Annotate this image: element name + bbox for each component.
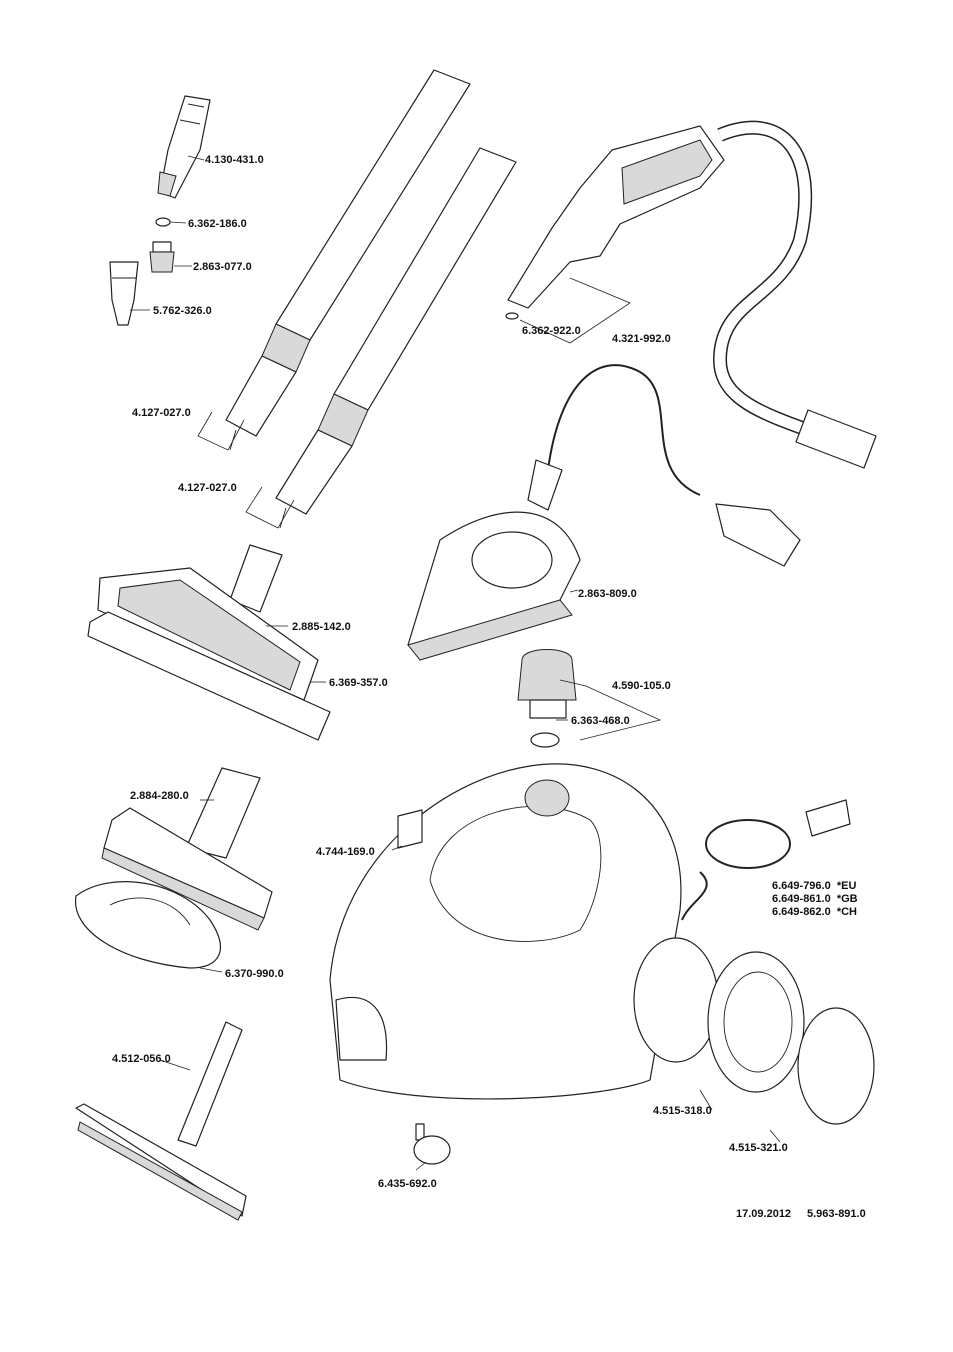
footer-doc-number: 5.963-891.0 bbox=[807, 1208, 866, 1220]
label-4-744-169-0: 4.744-169.0 bbox=[316, 846, 375, 858]
label-4-130-431-0: 4.130-431.0 bbox=[205, 154, 264, 166]
label-6-435-692-0: 6.435-692.0 bbox=[378, 1178, 437, 1190]
extension-tube-2-drawing bbox=[275, 147, 517, 529]
floor-nozzle-drawing bbox=[97, 544, 319, 701]
round-brush-drawing bbox=[149, 241, 175, 273]
label-4-515-318-0: 4.515-318.0 bbox=[653, 1105, 712, 1117]
label-4-590-105-0: 4.590-105.0 bbox=[612, 680, 671, 692]
label-2-863-809-0: 2.863-809.0 bbox=[578, 588, 637, 600]
label-4-321-992-0: 4.321-992.0 bbox=[612, 333, 671, 345]
label-4-515-321-0: 4.515-321.0 bbox=[729, 1142, 788, 1154]
label-6-369-357-0: 6.369-357.0 bbox=[329, 677, 388, 689]
detail-nozzle-drawing bbox=[157, 95, 211, 199]
extension-tube-1-drawing bbox=[225, 69, 471, 451]
wheel-drawing bbox=[633, 937, 805, 1093]
label-4-512-056-0: 4.512-056.0 bbox=[112, 1053, 171, 1065]
label-6-649-862-0-ch: 6.649-862.0 *CH bbox=[772, 906, 857, 918]
iron-drawing bbox=[407, 459, 581, 661]
label-5-762-326-0: 5.762-326.0 bbox=[153, 305, 212, 317]
switch-drawing bbox=[397, 809, 423, 849]
label-6-649-861-0-gb: 6.649-861.0 *GB bbox=[772, 893, 858, 905]
footer-date: 17.09.2012 bbox=[736, 1208, 791, 1220]
power-cord-drawing bbox=[681, 799, 851, 921]
label-6-362-922-0: 6.362-922.0 bbox=[522, 325, 581, 337]
brush-cover-drawing bbox=[74, 881, 221, 969]
label-2-884-280-0: 2.884-280.0 bbox=[130, 790, 189, 802]
floor-cloth-drawing bbox=[87, 611, 331, 741]
iron-cable-drawing bbox=[547, 364, 801, 567]
label-6-649-796-0-eu: 6.649-796.0 *EU bbox=[772, 880, 856, 892]
label-4-127-027-0-upper: 4.127-027.0 bbox=[132, 407, 191, 419]
cap-seal-drawing bbox=[530, 732, 560, 748]
label-6-363-468-0: 6.363-468.0 bbox=[571, 715, 630, 727]
label-6-362-186-0: 6.362-186.0 bbox=[188, 218, 247, 230]
part-labels: 4.130-431.0 6.362-186.0 2.863-077.0 5.76… bbox=[112, 154, 858, 1190]
o-ring-small bbox=[155, 217, 171, 227]
label-6-370-990-0: 6.370-990.0 bbox=[225, 968, 284, 980]
label-2-885-142-0: 2.885-142.0 bbox=[292, 621, 351, 633]
window-nozzle-drawing bbox=[75, 1021, 247, 1221]
wheel-cap-drawing bbox=[797, 1007, 875, 1125]
steam-cleaner-body-drawing bbox=[329, 763, 682, 1100]
castor-drawing bbox=[413, 1123, 451, 1165]
power-nozzle-drawing bbox=[109, 261, 139, 326]
label-4-127-027-0-lower: 4.127-027.0 bbox=[178, 482, 237, 494]
leader-lines bbox=[130, 155, 781, 1171]
steam-hose-drawing bbox=[712, 120, 877, 469]
footer: 17.09.2012 5.963-891.0 bbox=[736, 1208, 866, 1220]
steam-gun-drawing bbox=[505, 125, 725, 320]
label-2-863-077-0: 2.863-077.0 bbox=[193, 261, 252, 273]
safety-cap-drawing bbox=[517, 649, 577, 719]
hand-brush-drawing bbox=[101, 767, 273, 931]
